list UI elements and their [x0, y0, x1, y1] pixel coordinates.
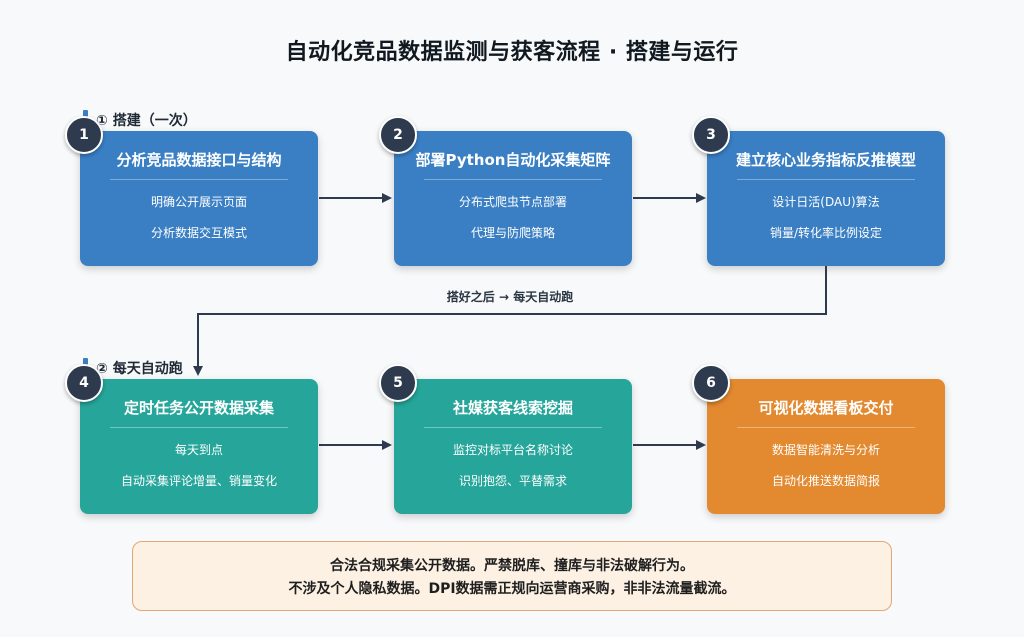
- step-card-2: 部署Python自动化采集矩阵 分布式爬虫节点部署 代理与防爬策略: [394, 131, 632, 266]
- step-card-4: 定时任务公开数据采集 每天到点 自动采集评论增量、销量变化: [80, 379, 318, 514]
- step-number-badge-1: 1: [65, 116, 103, 154]
- card-divider: [737, 179, 915, 180]
- step-detail: 销量/转化率比例设定: [769, 226, 883, 240]
- step-detail: 自动化推送数据简报: [771, 474, 880, 488]
- step-detail: 设计日活(DAU)算法: [772, 195, 880, 209]
- step-card-5: 社媒获客线索挖掘 监控对标平台名称讨论 识别抱怨、平替需求: [394, 379, 632, 514]
- section-marker-icon: [83, 357, 88, 367]
- step-detail: 每天到点: [174, 443, 223, 457]
- card-divider: [110, 179, 288, 180]
- step-number-badge-2: 2: [379, 116, 417, 154]
- step-detail: 自动采集评论增量、销量变化: [120, 474, 277, 488]
- step-number-badge-6: 6: [692, 364, 730, 402]
- step-title: 定时任务公开数据采集: [123, 399, 274, 417]
- page-title: 自动化竞品数据监测与获客流程 · 搭建与运行: [285, 40, 739, 65]
- step-detail: 数据智能清洗与分析: [771, 443, 880, 457]
- compliance-notice: 合法合规采集公开数据。严禁脱库、撞库与非法破解行为。 不涉及个人隐私数据。DPI…: [132, 541, 892, 611]
- step-number-badge-3: 3: [692, 116, 730, 154]
- step-detail: 明确公开展示页面: [150, 195, 247, 209]
- arrow-step3-to-step4: [193, 266, 827, 376]
- step-card-1: 分析竞品数据接口与结构 明确公开展示页面 分析数据交互模式: [80, 131, 318, 266]
- step-card-3: 建立核心业务指标反推模型 设计日活(DAU)算法 销量/转化率比例设定: [707, 131, 945, 266]
- section-label-daily-text: ② 每天自动跑: [96, 361, 183, 377]
- section-label-daily: ② 每天自动跑: [83, 357, 183, 378]
- section-marker-icon: [83, 109, 88, 119]
- connector-label: 搭好之后 → 每天自动跑: [446, 290, 574, 304]
- step-number-badge-5: 5: [379, 364, 417, 402]
- step-title: 建立核心业务指标反推模型: [735, 151, 916, 169]
- step-number-badge-4: 4: [65, 364, 103, 402]
- card-divider: [424, 427, 602, 428]
- section-label-setup: ① 搭建（一次）: [83, 109, 197, 130]
- section-label-setup-text: ① 搭建（一次）: [96, 113, 197, 129]
- notice-line-2: 不涉及个人隐私数据。DPI数据需正规向运营商采购，非非法流量截流。: [288, 581, 736, 597]
- step-detail: 监控对标平台名称讨论: [452, 443, 573, 457]
- step-card-6: 可视化数据看板交付 数据智能清洗与分析 自动化推送数据简报: [707, 379, 945, 514]
- step-title: 部署Python自动化采集矩阵: [415, 151, 611, 169]
- card-divider: [424, 179, 602, 180]
- card-divider: [737, 427, 915, 428]
- step-detail: 识别抱怨、平替需求: [458, 474, 567, 488]
- step-title: 社媒获客线索挖掘: [452, 399, 573, 417]
- step-detail: 代理与防爬策略: [470, 226, 555, 240]
- notice-line-1: 合法合规采集公开数据。严禁脱库、撞库与非法破解行为。: [330, 558, 694, 574]
- step-title: 分析竞品数据接口与结构: [116, 151, 282, 169]
- step-title: 可视化数据看板交付: [758, 399, 894, 417]
- step-detail: 分布式爬虫节点部署: [458, 195, 567, 209]
- step-detail: 分析数据交互模式: [150, 226, 247, 240]
- card-divider: [110, 427, 288, 428]
